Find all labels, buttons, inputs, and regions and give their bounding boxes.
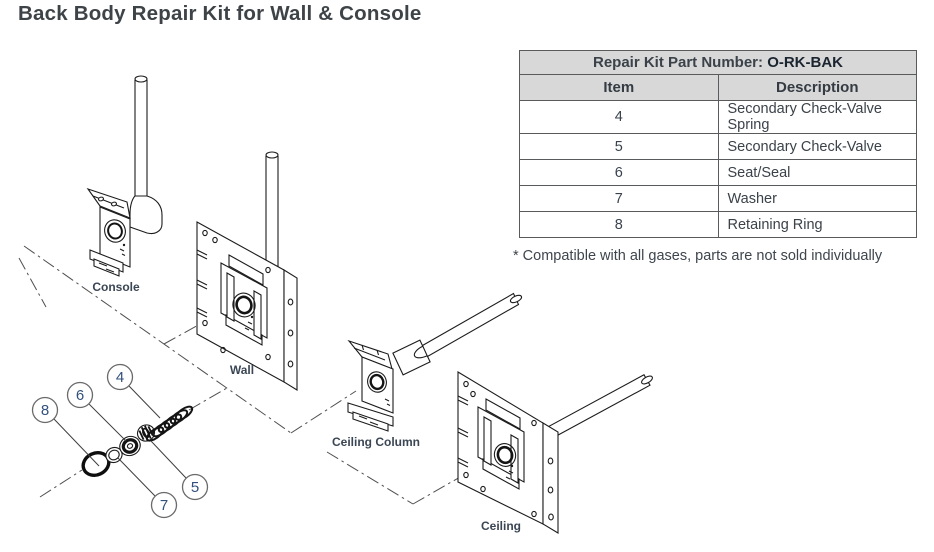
page-title: Back Body Repair Kit for Wall & Console xyxy=(18,2,422,25)
table-row: 7 Washer xyxy=(519,185,917,212)
svg-text:5: 5 xyxy=(191,479,199,496)
ceiling-assembly xyxy=(457,371,653,534)
svg-text:6: 6 xyxy=(76,387,84,404)
callout-7: 7 xyxy=(150,491,178,519)
console-valve-hole xyxy=(104,219,126,243)
callout-6: 6 xyxy=(66,381,94,409)
part-number-label: Repair Kit Part Number: xyxy=(592,54,768,71)
item-number-cell: 4 xyxy=(519,100,719,134)
description-cell: Washer xyxy=(717,185,917,212)
console-label: Console xyxy=(92,280,140,294)
description-cell: Seat/Seal xyxy=(717,159,917,186)
console-elbow xyxy=(129,195,163,235)
svg-text:4: 4 xyxy=(116,369,124,386)
table-row: 6 Seat/Seal xyxy=(519,159,917,186)
console-tube-cap xyxy=(134,75,148,83)
description-cell: Secondary Check-Valve xyxy=(717,133,917,160)
column-header-item: Item xyxy=(519,74,719,101)
repair-kit-table: Repair Kit Part Number: O-RK-BAK Item De… xyxy=(519,50,917,238)
callout-5: 5 xyxy=(181,473,209,501)
table-row: 5 Secondary Check-Valve xyxy=(519,133,917,160)
compatibility-footnote: * Compatible with all gases, parts are n… xyxy=(513,248,883,264)
column-header-description: Description xyxy=(717,74,917,101)
ceiling-column-label: Ceiling Column xyxy=(332,435,420,449)
svg-text:7: 7 xyxy=(160,497,168,514)
callout-4: 4 xyxy=(106,363,134,391)
ceiling-valve-hole xyxy=(493,443,517,467)
svg-text:8: 8 xyxy=(41,402,49,419)
wall-label: Wall xyxy=(230,363,254,377)
wall-tube-cap xyxy=(265,151,279,159)
item-number-cell: 7 xyxy=(519,185,719,212)
ceiling-column-tube xyxy=(421,292,520,358)
item-number-cell: 5 xyxy=(519,133,719,160)
seat-seal-part xyxy=(119,435,141,457)
table-title-cell: Repair Kit Part Number: O-RK-BAK xyxy=(519,50,917,75)
item-number-cell: 8 xyxy=(519,211,719,238)
table-row: 4 Secondary Check-Valve Spring xyxy=(519,100,917,134)
ceiling-column-valve-hole xyxy=(367,371,387,393)
ceiling-label: Ceiling xyxy=(481,519,521,533)
wall-assembly xyxy=(196,151,298,391)
wall-valve-hole xyxy=(232,292,256,318)
item-number-cell: 6 xyxy=(519,159,719,186)
spring-part xyxy=(145,405,194,442)
ceiling-column-assembly xyxy=(347,292,523,432)
callouts: 4 6 8 5 7 xyxy=(31,363,209,519)
table-row: 8 Retaining Ring xyxy=(519,211,917,238)
callout-8: 8 xyxy=(31,396,59,424)
console-assembly xyxy=(86,75,163,277)
description-cell: Retaining Ring xyxy=(717,211,917,238)
description-cell: Secondary Check-Valve Spring xyxy=(717,100,917,134)
part-number-value: O-RK-BAK xyxy=(767,54,844,71)
repair-kit-parts xyxy=(81,405,194,477)
